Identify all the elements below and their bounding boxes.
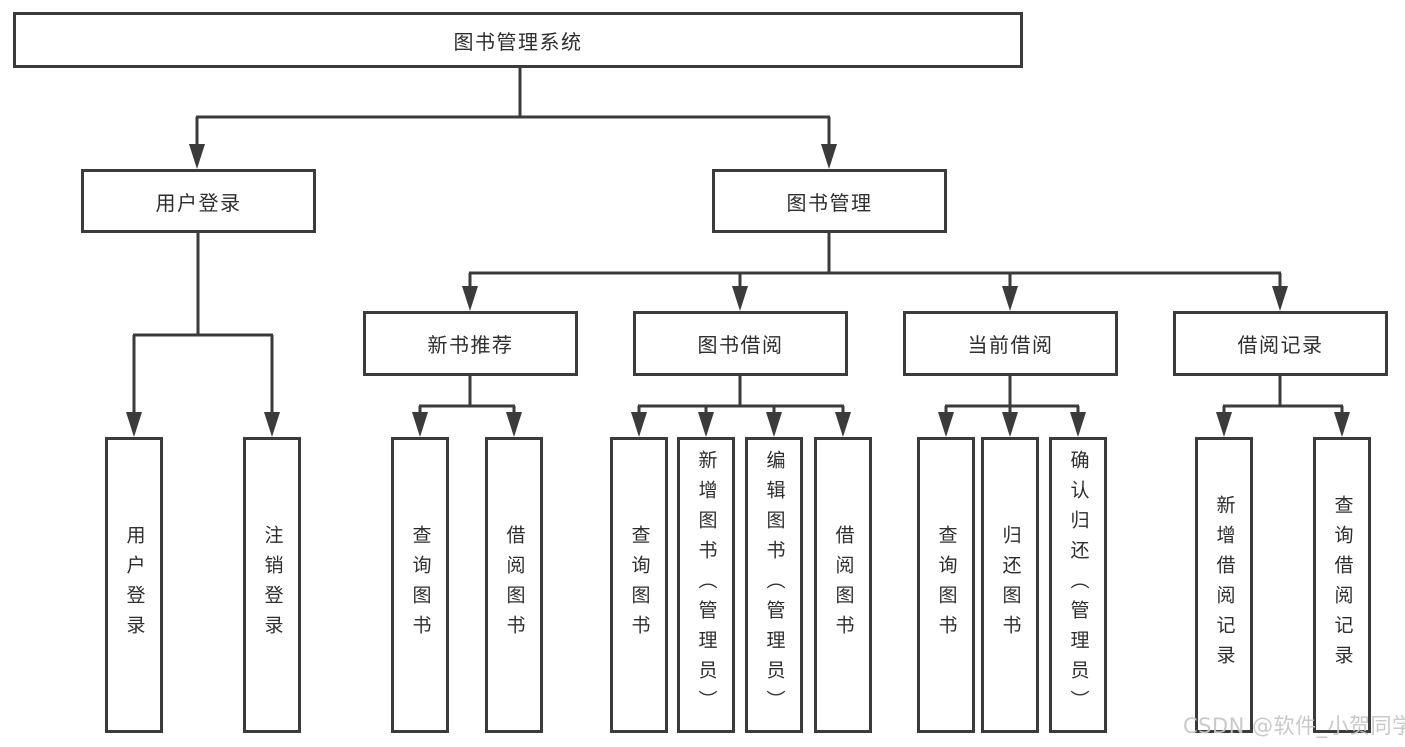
leaf-borrow-books-label: 借阅图书 — [832, 525, 855, 645]
leaf-return-books: 归还图书 — [981, 437, 1039, 733]
leaf-borrow-books: 借阅图书 — [814, 437, 872, 733]
leaf-confirm-return-admin: 确认归还（管理员） — [1049, 437, 1107, 733]
node-new-book-recommend: 新书推荐 — [363, 311, 578, 376]
leaf-confirm-return-admin-label: 确认归还（管理员） — [1067, 450, 1090, 720]
leaf-borrow-books-recommend-label: 借阅图书 — [503, 525, 526, 645]
leaf-query-borrow-record-label: 查询借阅记录 — [1331, 495, 1354, 675]
leaf-query-books-current-label: 查询图书 — [935, 525, 958, 645]
leaf-add-borrow-record-label: 新增借阅记录 — [1213, 495, 1236, 675]
node-root: 图书管理系统 — [13, 12, 1023, 68]
node-borrow-records-label: 借阅记录 — [1237, 333, 1324, 357]
leaf-query-books-borrow-label: 查询图书 — [628, 525, 651, 645]
leaf-return-books-label: 归还图书 — [999, 525, 1022, 645]
leaf-add-book-admin-label: 新增图书（管理员） — [695, 450, 718, 720]
leaf-query-books-current: 查询图书 — [917, 437, 975, 733]
leaf-query-borrow-record: 查询借阅记录 — [1313, 437, 1371, 733]
leaf-user-login-label: 用户登录 — [123, 525, 146, 645]
leaf-logout-label: 注销登录 — [261, 525, 284, 645]
node-user-login: 用户登录 — [81, 169, 316, 233]
leaf-edit-book-admin: 编辑图书（管理员） — [745, 437, 803, 733]
node-current-borrow-label: 当前借阅 — [967, 333, 1054, 357]
node-book-management: 图书管理 — [712, 169, 947, 233]
leaf-edit-book-admin-label: 编辑图书（管理员） — [763, 450, 786, 720]
node-book-borrow-label: 图书借阅 — [697, 333, 784, 357]
node-new-book-recommend-label: 新书推荐 — [427, 333, 514, 357]
leaf-query-books-recommend: 查询图书 — [391, 437, 449, 733]
leaf-add-book-admin: 新增图书（管理员） — [677, 437, 735, 733]
leaf-borrow-books-recommend: 借阅图书 — [485, 437, 543, 733]
node-user-login-label: 用户登录 — [155, 190, 242, 215]
node-book-borrow: 图书借阅 — [633, 311, 848, 376]
leaf-user-login: 用户登录 — [105, 437, 163, 733]
node-borrow-records: 借阅记录 — [1173, 311, 1388, 376]
node-root-label: 图书管理系统 — [453, 29, 583, 54]
leaf-add-borrow-record: 新增借阅记录 — [1195, 437, 1253, 733]
node-book-management-label: 图书管理 — [786, 190, 873, 215]
node-current-borrow: 当前借阅 — [903, 311, 1118, 376]
leaf-logout: 注销登录 — [243, 437, 301, 733]
csdn-watermark: CSDN @软件_小贺同学 — [1183, 714, 1405, 738]
leaf-query-books-borrow: 查询图书 — [610, 437, 668, 733]
leaf-query-books-recommend-label: 查询图书 — [409, 525, 432, 645]
